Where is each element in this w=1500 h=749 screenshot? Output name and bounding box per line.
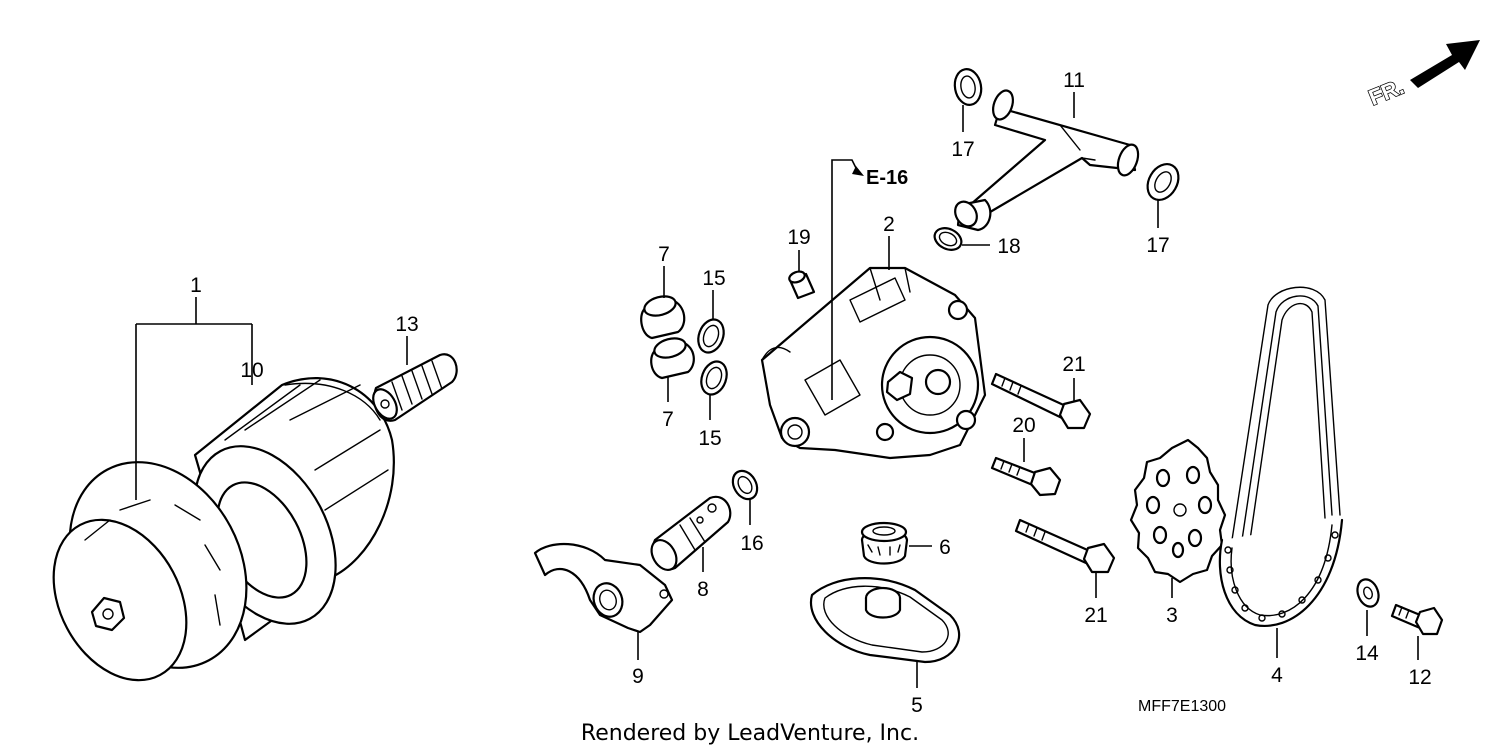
pipe-seal-left[interactable] [952, 67, 984, 107]
flange-bolt-upper[interactable] [990, 372, 1092, 430]
callout-17-left: 17 [951, 138, 974, 161]
pipe-o-ring[interactable] [931, 224, 965, 254]
reference-e16-label: E-16 [866, 167, 908, 189]
callout-15-upper: 15 [702, 267, 725, 290]
callout-16: 16 [740, 532, 763, 555]
callout-12: 12 [1408, 666, 1431, 689]
flange-bolt-middle[interactable] [990, 456, 1062, 497]
reference-e16-arrowhead [852, 166, 864, 176]
oil-strainer[interactable] [533, 542, 674, 634]
callout-20: 20 [1012, 414, 1035, 437]
callout-14: 14 [1355, 642, 1379, 665]
render-credit: Rendered by LeadVenture, Inc. [581, 721, 919, 746]
filter-stud[interactable] [368, 353, 458, 423]
callout-18: 18 [997, 235, 1020, 258]
gasket-plate[interactable] [809, 576, 961, 664]
callout-19: 19 [787, 226, 810, 249]
callout-13: 13 [395, 313, 418, 336]
pipe-seal-right[interactable] [1141, 159, 1184, 206]
callout-2: 2 [883, 213, 895, 236]
callout-10: 10 [240, 359, 263, 382]
o-ring-lower[interactable] [697, 358, 731, 398]
front-direction-label: FR. [1365, 74, 1407, 110]
sprocket-washer[interactable] [1354, 576, 1382, 609]
oil-filter-cap[interactable] [27, 431, 281, 703]
callout-5: 5 [911, 694, 923, 717]
collar-upper[interactable] [640, 293, 686, 340]
callout-7-upper: 7 [658, 243, 670, 266]
joint-collar[interactable] [646, 495, 732, 575]
reference-e16-leader [831, 159, 859, 400]
front-arrow-icon [1410, 40, 1480, 88]
callout-15-lower: 15 [698, 427, 721, 450]
callout-3: 3 [1166, 604, 1178, 627]
callout-21-lower: 21 [1084, 604, 1107, 627]
sprocket-bolt[interactable] [1390, 603, 1444, 636]
oil-pipe-joint[interactable] [951, 88, 1142, 232]
callout-11: 11 [1063, 69, 1085, 92]
leader-1 [135, 297, 253, 500]
callout-17-right: 17 [1146, 234, 1169, 257]
dowel-pin[interactable] [788, 270, 816, 300]
callout-8: 8 [697, 578, 709, 601]
o-ring-upper[interactable] [694, 316, 728, 356]
flange-bolt-lower[interactable] [1014, 518, 1116, 574]
collar-lower[interactable] [650, 335, 695, 380]
callout-21-upper: 21 [1062, 353, 1085, 376]
rubber-grommet[interactable] [860, 521, 909, 565]
callout-9: 9 [632, 665, 644, 688]
pump-sprocket[interactable] [1129, 438, 1227, 584]
washer-small[interactable] [728, 467, 762, 504]
pump-drive-chain[interactable] [1218, 286, 1344, 627]
callout-7-lower: 7 [662, 408, 674, 431]
front-direction-indicator: FR. [1364, 40, 1480, 111]
callout-1: 1 [190, 274, 202, 297]
callout-6: 6 [939, 536, 951, 559]
oil-pump-assembly[interactable] [760, 266, 987, 460]
callout-4: 4 [1271, 664, 1283, 687]
drawing-code: MFF7E1300 [1138, 698, 1226, 715]
